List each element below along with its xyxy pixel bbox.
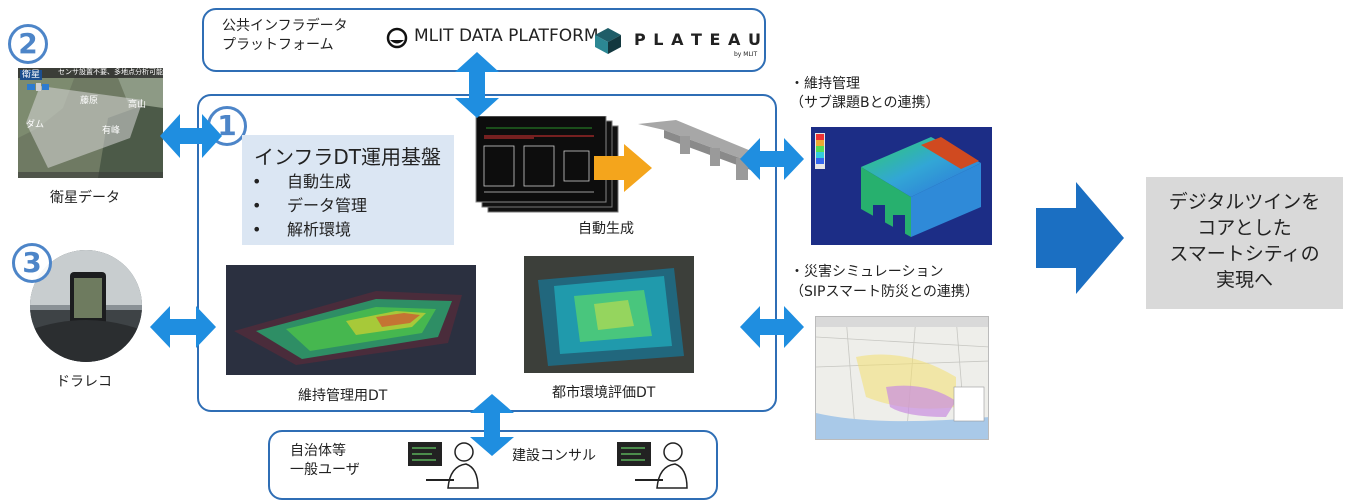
- goal-line3: スマートシティの: [1169, 243, 1320, 265]
- satellite-banner: センサ設置不要、多地点分析可能: [58, 68, 163, 76]
- maintenance-fem-image: [811, 127, 992, 245]
- goal-line1: デジタルツインを: [1168, 191, 1321, 213]
- satellite-icon: [27, 83, 49, 91]
- maintenance-line2: （サブ課題Bとの連携）: [790, 95, 940, 111]
- plateau-logo-sub: by MLIT: [734, 51, 758, 58]
- arrow-dashcam-frame-icon: [150, 306, 216, 348]
- urban-dt-image: [524, 256, 694, 373]
- marker-3: 3: [12, 243, 52, 283]
- infra-dt-title: インフラDT運用基盤: [254, 145, 442, 169]
- mlit-data-platform-logo: MLIT DATA PLATFORM: [414, 26, 599, 46]
- mlit-logo-icon: [386, 27, 408, 49]
- autogen-caption: 自動生成: [578, 221, 634, 237]
- urban-dt-caption: 都市環境評価DT: [552, 385, 656, 401]
- users-group1-line1: 自治体等: [290, 443, 346, 459]
- cad-drawings-stack: [474, 116, 624, 216]
- users-group1-line2: 一般ユーザ: [290, 462, 360, 478]
- infra-bullet-3: 解析環境: [287, 220, 352, 239]
- satellite-caption: 衛星データ: [50, 190, 120, 206]
- disaster-line1: ・災害シミュレーション: [790, 264, 944, 280]
- marker-2: 2: [8, 24, 48, 64]
- goal-box: [1146, 177, 1343, 309]
- goal-line2: コアとした: [1197, 217, 1292, 239]
- plateau-logo-icon: [595, 28, 621, 54]
- satellite-tag: 衛星: [20, 70, 43, 80]
- users-group2: 建設コンサル: [512, 448, 596, 464]
- platform-label-line2: プラットフォーム: [222, 37, 334, 53]
- platform-label-line1: 公共インフラデータ: [222, 18, 348, 34]
- infra-bullet-2: データ管理: [287, 196, 368, 215]
- arrow-frame-disaster-icon: [740, 306, 804, 348]
- arrow-frame-maintenance-icon: [740, 138, 804, 180]
- disaster-map-image: [815, 316, 989, 440]
- arrow-frame-users-icon: [470, 394, 514, 456]
- disaster-line2: （SIPスマート防災との連携）: [790, 284, 979, 300]
- plateau-logo-text: P L A T E A U: [634, 30, 762, 49]
- infra-bullet-1: 自動生成: [287, 172, 352, 191]
- bullet-mark-3: •: [252, 220, 262, 239]
- maintenance-dt-caption: 維持管理用DT: [298, 388, 388, 404]
- goal-line4: 実現へ: [1215, 269, 1273, 291]
- maintenance-line1: ・維持管理: [790, 76, 860, 92]
- arrow-platform-frame-icon: [455, 52, 499, 118]
- bridge-model: [636, 118, 772, 192]
- orange-arrow-icon: [594, 144, 652, 192]
- satellite-place-1: 藤原: [80, 96, 99, 106]
- dashcam-caption: ドラレコ: [56, 374, 112, 390]
- user-at-screen-icon-1: [408, 442, 479, 489]
- maintenance-dt-image: [226, 265, 476, 375]
- bullet-mark-1: •: [252, 172, 262, 191]
- satellite-place-3: ダム: [26, 120, 45, 130]
- user-at-screen-icon-2: [617, 442, 688, 489]
- big-right-arrow-icon: [1036, 182, 1124, 294]
- satellite-place-4: 高山: [128, 100, 147, 110]
- infra-dt-panel: [242, 135, 454, 245]
- arrow-satellite-frame-icon: [160, 114, 222, 158]
- bullet-mark-2: •: [252, 196, 262, 215]
- satellite-place-2: 有峰: [102, 126, 121, 136]
